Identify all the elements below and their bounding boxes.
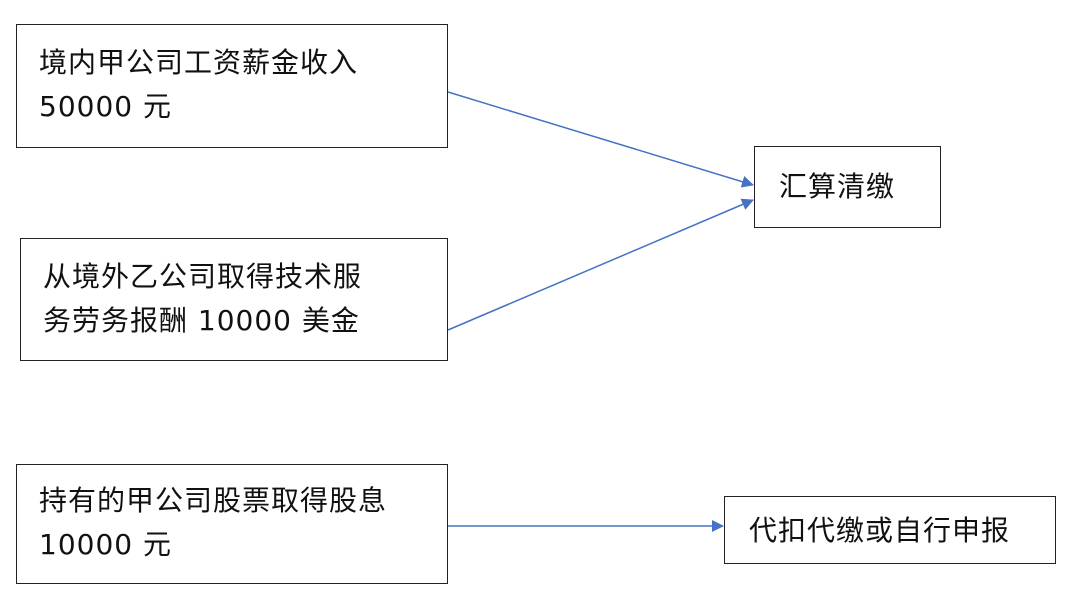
settle-label: 汇算清缴: [779, 170, 896, 203]
service-line-1: 从境外乙公司取得技术服: [43, 260, 363, 293]
service-text: 从境外乙公司取得技术服 务劳务报酬 10000 美金: [43, 255, 439, 343]
dividend-line-2: 10000 元: [39, 528, 172, 561]
salary-line-1: 境内甲公司工资薪金收入: [39, 46, 359, 79]
arrow-service-to-settle: [447, 198, 754, 331]
salary-line-2: 50000 元: [39, 90, 172, 123]
box-salary-income: 境内甲公司工资薪金收入 50000 元: [16, 24, 448, 148]
dividend-text: 持有的甲公司股票取得股息 10000 元: [39, 479, 439, 567]
salary-text: 境内甲公司工资薪金收入 50000 元: [39, 41, 439, 129]
box-annual-settlement: 汇算清缴: [754, 146, 941, 228]
dividend-line-1: 持有的甲公司股票取得股息: [39, 484, 388, 517]
withhold-label: 代扣代缴或自行申报: [749, 514, 1011, 547]
arrow-salary-to-settle: [447, 91, 754, 188]
box-withholding: 代扣代缴或自行申报: [724, 496, 1056, 564]
service-line-2: 务劳务报酬 10000 美金: [43, 304, 360, 337]
box-dividend-income: 持有的甲公司股票取得股息 10000 元: [16, 464, 448, 584]
box-service-income: 从境外乙公司取得技术服 务劳务报酬 10000 美金: [20, 238, 448, 361]
